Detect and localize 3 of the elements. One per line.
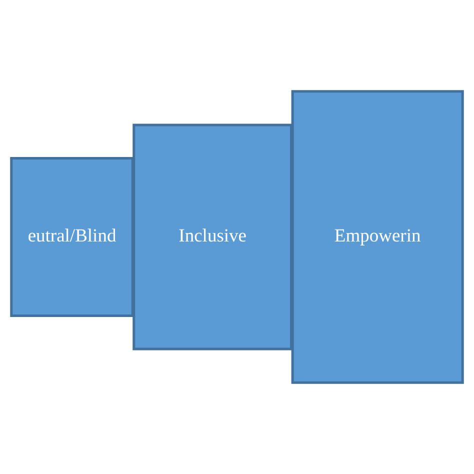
node-box: Empowerin <box>291 90 464 384</box>
node-box: eutral/Blind <box>10 157 134 317</box>
node-box: Inclusive <box>132 124 293 350</box>
